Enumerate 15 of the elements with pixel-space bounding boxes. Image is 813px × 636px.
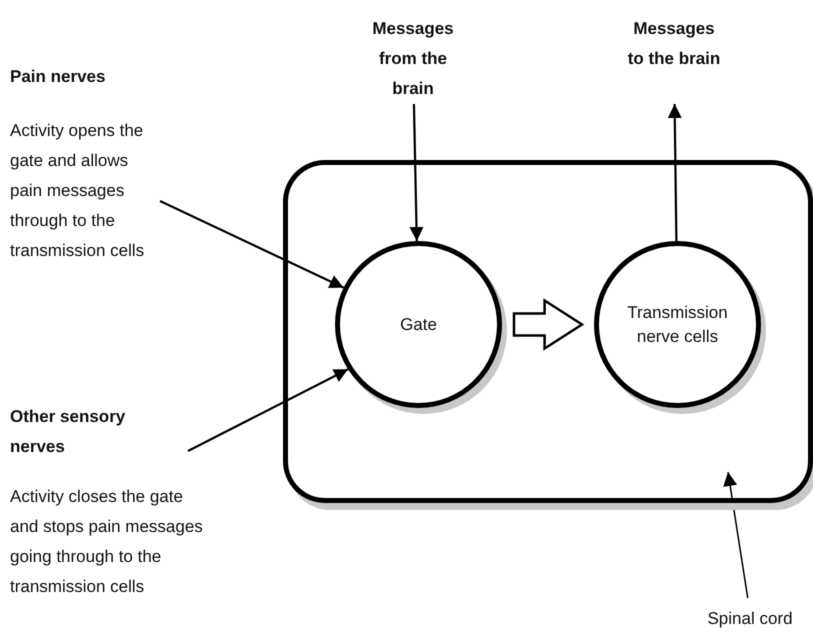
description: Activity closes the gate and stops pain messages going through to the transmission cells [10, 486, 204, 598]
heading: Messages from the brain [371, 18, 455, 100]
arrow [188, 368, 349, 452]
label: Spinal cord [706, 608, 794, 630]
block-arrow [512, 298, 584, 351]
arrow [409, 104, 424, 242]
heading: Other sensory nerves [10, 406, 126, 458]
heading: Pain nerves [10, 66, 106, 88]
node-label: Transmission nerve cells [626, 302, 729, 348]
arrow [160, 200, 344, 289]
description: Activity opens the gate and allows pain messages through to the transmission cells [10, 120, 146, 262]
heading: Messages to the brain [626, 18, 722, 70]
arrow [668, 104, 682, 242]
leader-line [723, 472, 748, 598]
node-label: Gate [399, 314, 438, 336]
